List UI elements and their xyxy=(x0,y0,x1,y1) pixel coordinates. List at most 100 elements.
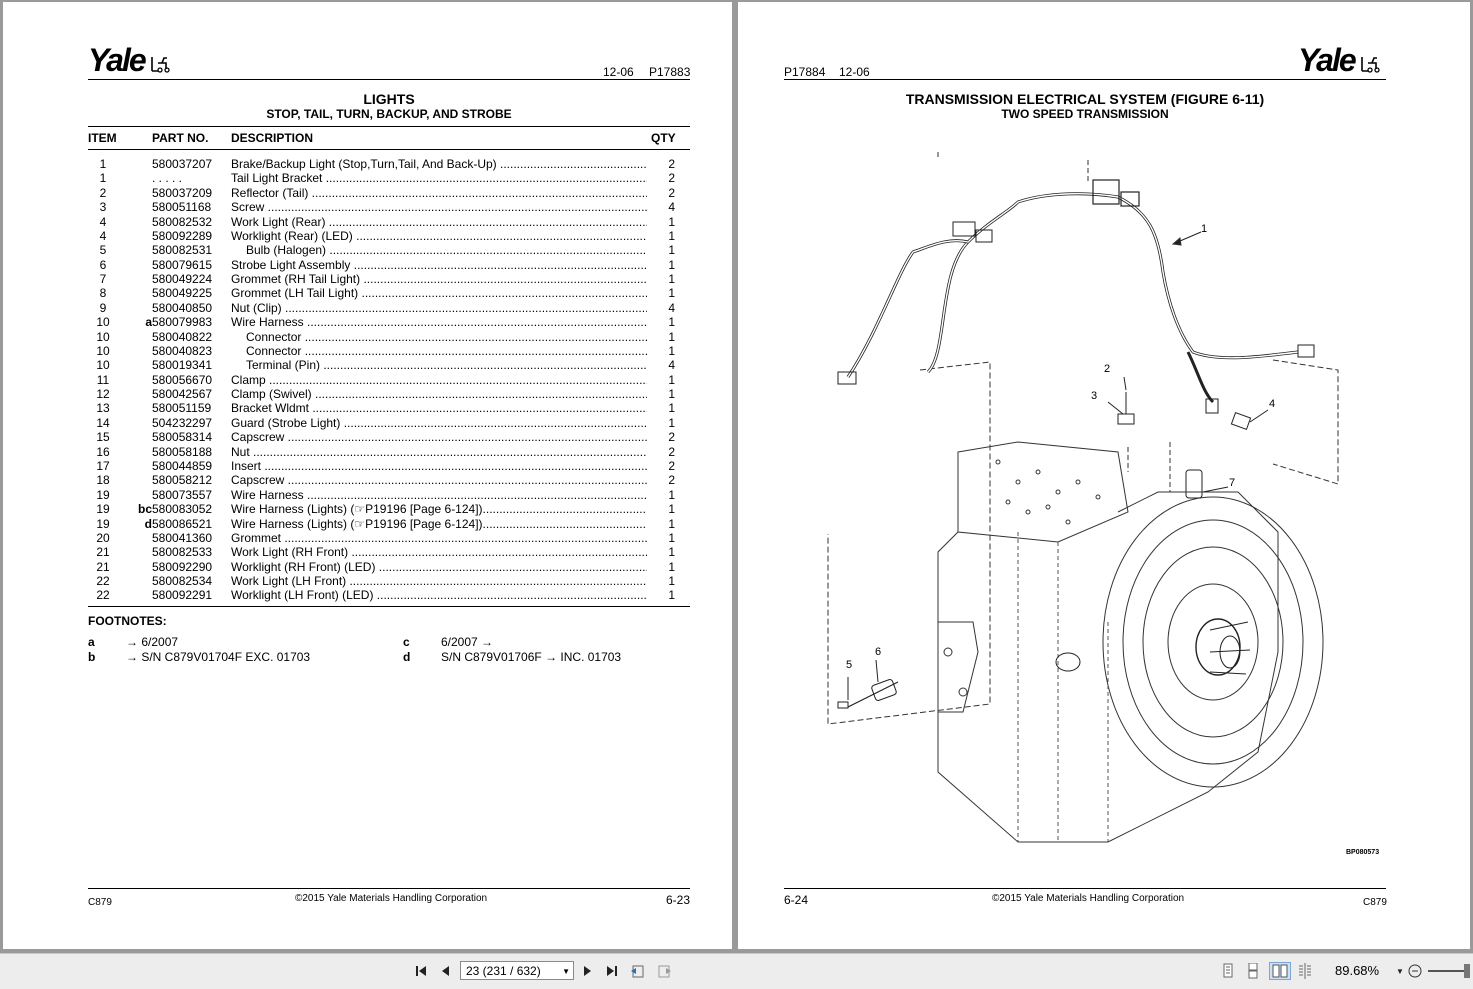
row-quantity: 1 xyxy=(668,588,675,603)
page-title: LIGHTS xyxy=(363,91,415,107)
row-quantity: 4 xyxy=(668,300,675,315)
row-item-number: 5 xyxy=(99,243,107,258)
row-quantity: 2 xyxy=(668,430,675,445)
row-description: Work Light (Rear) ......................… xyxy=(231,214,647,229)
header-date: 12-06 xyxy=(839,65,870,79)
first-page-icon[interactable] xyxy=(412,962,430,980)
zoom-slider-handle[interactable] xyxy=(1464,964,1470,978)
row-footnote-mark: bc xyxy=(137,502,152,517)
zoom-dropdown-icon[interactable]: ▼ xyxy=(1396,966,1404,976)
row-item-number: 18 xyxy=(96,473,110,488)
row-description: Strobe Light Assembly ..................… xyxy=(231,257,647,272)
row-item-number: 21 xyxy=(96,559,110,574)
callout-6: 6 xyxy=(875,646,882,658)
row-description: Clamp (Swivel) .........................… xyxy=(231,387,647,402)
row-part-number: 580082533 xyxy=(152,545,213,560)
continuous-icon[interactable] xyxy=(1244,962,1262,980)
facing-icon[interactable] xyxy=(1269,962,1291,980)
row-item-number: 15 xyxy=(96,430,110,445)
zoom-level[interactable]: 89.68% xyxy=(1335,963,1380,978)
row-part-number: 580092289 xyxy=(152,228,213,243)
continuous-facing-icon[interactable] xyxy=(1296,962,1314,980)
row-item-number: 13 xyxy=(96,401,110,416)
row-part-number: 580042567 xyxy=(152,387,213,402)
row-part-number: 580082531 xyxy=(152,243,213,258)
row-quantity: 1 xyxy=(668,243,675,258)
zoom-slider-track[interactable] xyxy=(1428,970,1470,972)
row-part-number: 580051168 xyxy=(152,200,212,215)
row-part-number: 580041360 xyxy=(152,530,213,545)
footer-page-number: 6-23 xyxy=(666,893,691,907)
single-page-icon[interactable] xyxy=(1219,962,1237,980)
row-item-number: 1 xyxy=(99,171,107,186)
row-part-number: 580086521 xyxy=(152,516,213,531)
row-item-number: 17 xyxy=(96,458,110,473)
row-item-number: 10 xyxy=(96,358,110,373)
row-description: Insert .................................… xyxy=(231,458,647,473)
row-part-number: 580037209 xyxy=(152,185,213,200)
last-page-icon[interactable] xyxy=(603,962,621,980)
viewer-toolbar: 23 (231 / 632) ▼ 89.68% ▼ xyxy=(0,953,1473,989)
row-footnote-mark: a xyxy=(145,315,152,330)
row-item-number: 19 xyxy=(96,487,110,502)
row-description: Wire Harness (Lights) (☞P19196 [Page 6-1… xyxy=(231,516,647,531)
callout-3: 3 xyxy=(1091,390,1098,402)
forklift-icon xyxy=(1360,57,1380,73)
figure-code: BP080573 xyxy=(1346,849,1380,856)
row-part-number: 580082534 xyxy=(152,574,213,589)
row-quantity: 2 xyxy=(668,473,675,488)
footer-model: C879 xyxy=(1363,897,1387,908)
callout-4: 4 xyxy=(1269,398,1276,410)
zoom-out-icon[interactable] xyxy=(1406,962,1424,980)
header-date: 12-06 xyxy=(603,65,634,79)
row-item-number: 16 xyxy=(96,444,110,459)
row-part-number: 580037207 xyxy=(152,157,213,171)
row-item-number: 7 xyxy=(99,272,107,287)
table-row: 1. . . . .Tail Light Bracket ...........… xyxy=(88,171,690,185)
row-item-number: 22 xyxy=(96,588,110,603)
row-quantity: 2 xyxy=(668,157,675,171)
next-page-icon[interactable] xyxy=(579,962,597,980)
page-number-select[interactable]: 23 (231 / 632) ▼ xyxy=(460,961,574,980)
next-view-icon[interactable] xyxy=(655,962,673,980)
row-quantity: 1 xyxy=(668,559,675,574)
row-item-number: 10 xyxy=(96,329,110,344)
row-item-number: 11 xyxy=(96,372,110,387)
previous-view-icon[interactable] xyxy=(629,962,647,980)
transmission-diagram xyxy=(827,152,1339,843)
row-description: Clamp ..................................… xyxy=(231,372,647,387)
table-row: 3 580051168 Screw ........................… xyxy=(88,200,690,214)
row-quantity: 1 xyxy=(668,574,675,589)
row-item-number: 4 xyxy=(99,228,107,243)
yale-logo: Yale xyxy=(88,44,172,76)
row-quantity: 1 xyxy=(668,401,675,416)
header-ref: P17884 xyxy=(784,65,826,79)
row-description: Reflector (Tail) .......................… xyxy=(231,185,647,200)
row-quantity: 1 xyxy=(668,372,675,387)
row-description: Screw ..................................… xyxy=(231,200,647,215)
callout-7: 7 xyxy=(1229,477,1236,489)
row-description: Connector ..............................… xyxy=(246,329,647,344)
row-item-number: 10 xyxy=(96,343,110,358)
previous-page-icon[interactable] xyxy=(436,962,454,980)
forklift-icon xyxy=(150,57,170,73)
yale-logo: Yale xyxy=(1298,44,1382,76)
row-description: Nut (Clip) .............................… xyxy=(231,300,647,315)
col-qty: QTY xyxy=(651,131,676,145)
row-description: Terminal (Pin) .........................… xyxy=(246,358,647,373)
row-item-number: 3 xyxy=(99,200,107,215)
row-item-number: 9 xyxy=(99,300,107,315)
row-quantity: 1 xyxy=(668,415,675,430)
row-description: Guard (Strobe Light) ...................… xyxy=(231,415,647,430)
